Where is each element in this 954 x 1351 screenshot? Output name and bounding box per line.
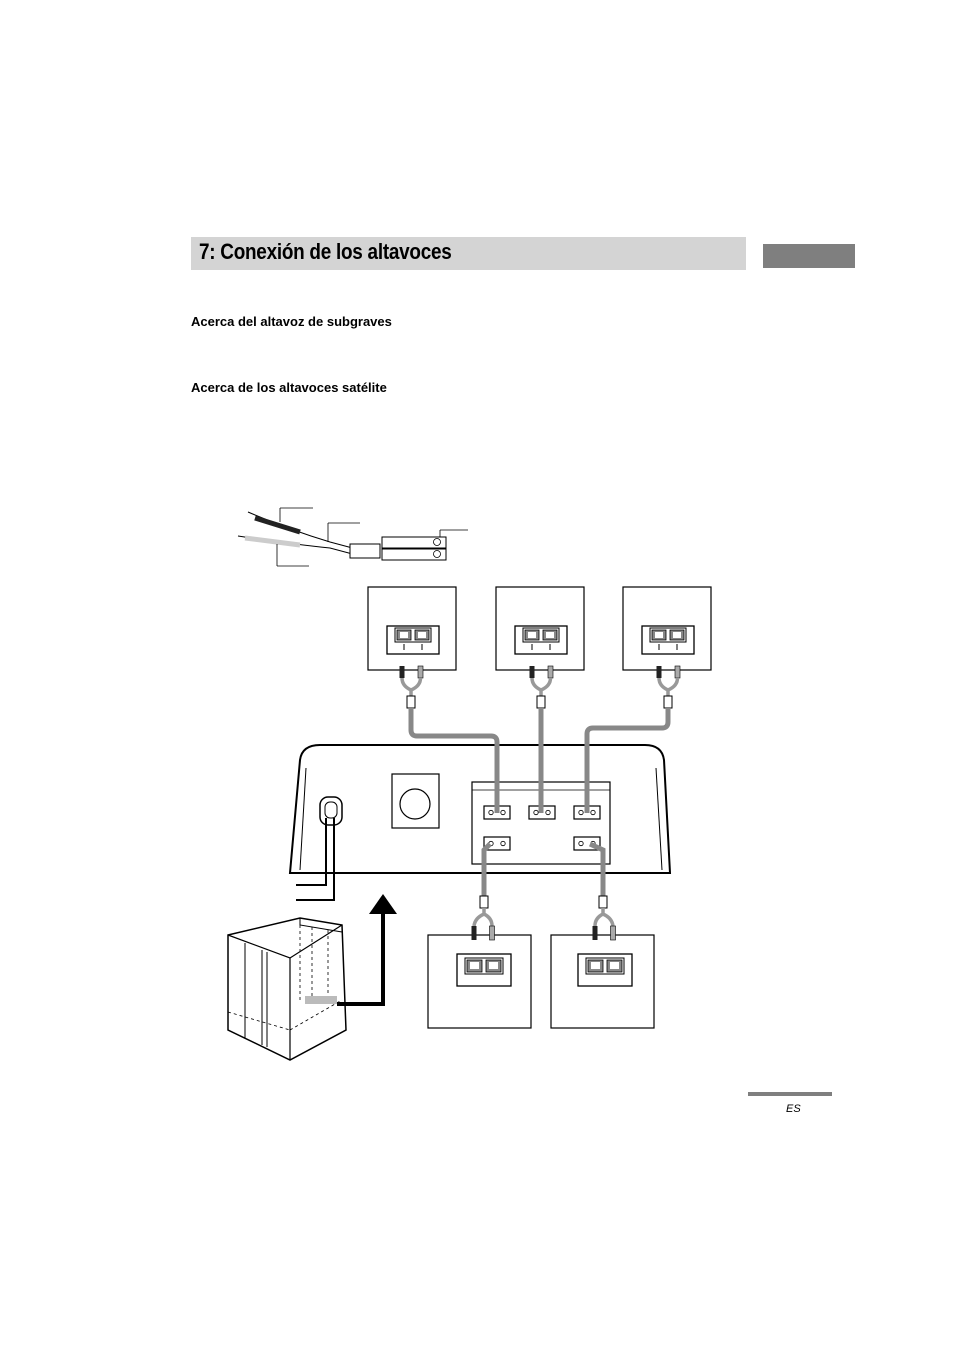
cable-illustration <box>237 507 468 567</box>
subwoofer-perspective <box>227 894 397 1061</box>
heading-subwoofer: Acerca del altavoz de subgraves <box>191 314 392 329</box>
section-title: 7: Conexión de los altavoces <box>199 239 452 264</box>
satellite-speaker-2 <box>495 586 585 710</box>
section-tab-marker <box>763 244 855 268</box>
heading-satellites: Acerca de los altavoces satélite <box>191 380 387 395</box>
speaker-cables <box>408 708 671 898</box>
subwoofer-unit <box>288 744 672 901</box>
satellite-speaker-5 <box>550 895 655 1029</box>
footer-rule <box>748 1092 832 1096</box>
footer-language-code: ES <box>786 1103 801 1115</box>
satellite-speaker-3 <box>622 586 712 710</box>
satellite-speaker-1 <box>367 586 457 710</box>
satellite-speaker-4 <box>427 895 532 1029</box>
section-title-bar: 7: Conexión de los altavoces <box>191 237 746 270</box>
